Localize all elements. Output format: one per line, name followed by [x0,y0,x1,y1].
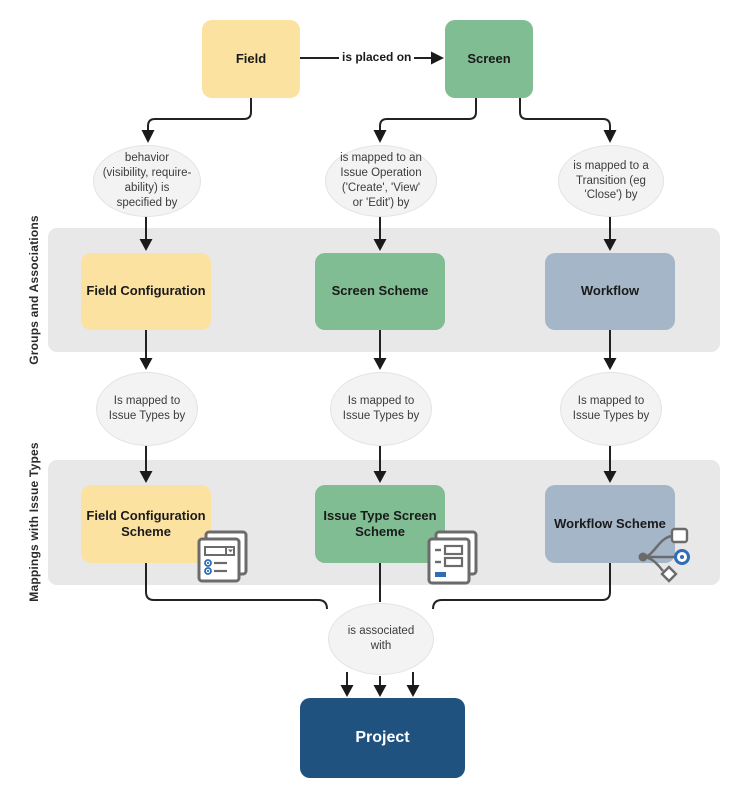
node-field-configuration-scheme: Field Configuration Scheme [81,485,211,563]
node-workflow: Workflow [545,253,675,330]
form-fields-icon [197,530,248,583]
ellipse-issue-types-1: Is mapped to Issue Types by [96,372,198,446]
ellipse-issue-types-3: Is mapped to Issue Types by [560,372,662,446]
node-field-configuration: Field Configuration [81,253,211,330]
workflow-branch-icon [638,527,690,583]
node-project: Project [300,698,465,778]
screen-form-icon [427,530,478,585]
edge-label-is-placed-on: is placed on [339,50,415,64]
ellipse-issue-types-2: Is mapped to Issue Types by [330,372,432,446]
node-screen-scheme: Screen Scheme [315,253,445,330]
ellipse-issue-operation: is mapped to an Issue Operation ('Create… [325,145,437,217]
node-issue-type-screen-scheme: Issue Type Screen Scheme [315,485,445,563]
ellipse-is-associated-with: is associated with [328,603,434,675]
node-field: Field [202,20,300,98]
ellipse-transition: is mapped to a Transition (eg 'Close') b… [558,145,664,217]
ellipse-behavior-specified-by: behavior (visibility, require- ability) … [93,145,201,217]
node-screen: Screen [445,20,533,98]
